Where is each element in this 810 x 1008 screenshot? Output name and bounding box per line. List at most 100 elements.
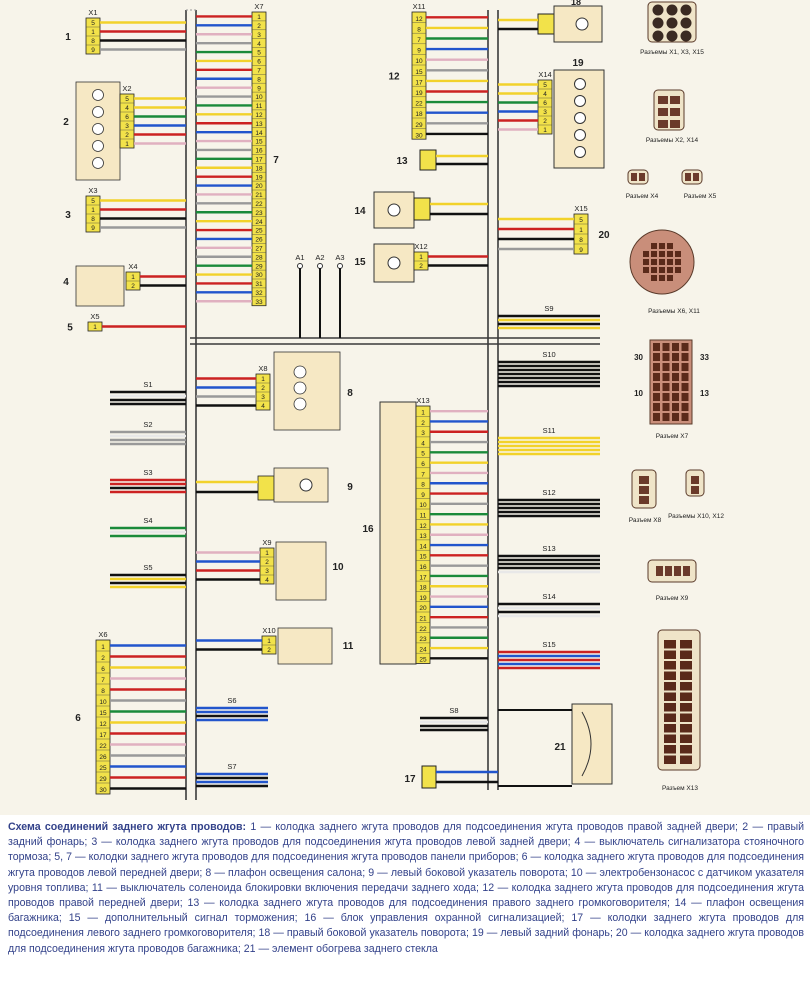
pin-slot: [664, 661, 676, 670]
pin-slot: [662, 353, 670, 361]
pin-number: 26: [99, 754, 107, 761]
legend-x5: [681, 169, 703, 185]
pin-slot: [662, 373, 670, 381]
splice-s5: S5: [110, 563, 186, 589]
pin-slot: [685, 173, 691, 181]
pin-number: 19: [419, 595, 427, 602]
splice-label: S13: [542, 544, 555, 553]
bulb-icon: [387, 256, 401, 270]
pin-number: 30: [99, 787, 107, 794]
pin-number: 9: [257, 85, 261, 92]
pin-number: 25: [255, 228, 263, 235]
pin-number: 8: [421, 482, 425, 489]
pin-number: 22: [99, 743, 107, 750]
bulb-icon: [92, 89, 104, 101]
component-13: 13: [396, 149, 488, 171]
ground-terminal: [337, 263, 343, 269]
wiring-diagram-canvas: X151891X25463212X351893X4124X515X6126781…: [63, 0, 724, 800]
ground-label: A3: [335, 253, 344, 262]
component-21: 21: [498, 703, 613, 787]
pin-number: 29: [99, 776, 107, 783]
splice-s12: S12: [498, 488, 600, 518]
pin-number: 12: [99, 721, 107, 728]
pin-slot: [653, 393, 660, 401]
ground-terminal: [297, 263, 303, 269]
pin-number: 1: [257, 14, 261, 21]
pin-slot: [652, 17, 664, 29]
pin-slot: [680, 671, 692, 680]
component-number: 10: [332, 562, 344, 573]
component-number: 11: [343, 641, 354, 652]
component-number: 20: [598, 230, 610, 241]
pin-slot: [639, 173, 645, 181]
switch-housing: [75, 265, 125, 307]
pin-number: 8: [101, 688, 105, 695]
pin-number: 11: [420, 513, 427, 520]
splice-s14: S14: [498, 592, 600, 618]
lamp-housing: [273, 351, 341, 431]
splice-label: S1: [143, 380, 152, 389]
splice-label: S3: [143, 468, 152, 477]
pin-number: 1: [543, 127, 547, 134]
pin-number: 9: [417, 48, 421, 55]
bulb-icon: [293, 397, 307, 411]
pin-number: 13: [419, 533, 427, 540]
pin-slot: [658, 120, 668, 128]
pin-number: 8: [91, 216, 95, 223]
rear-lamp-left: [553, 69, 605, 169]
pin-number: 3: [265, 568, 269, 575]
component-number: 13: [396, 156, 408, 167]
pin-slot: [664, 682, 676, 691]
pin-number: 14: [255, 130, 263, 137]
pin-number: 13: [255, 121, 263, 128]
connector-label: X12: [414, 242, 427, 251]
splice-label: S4: [143, 516, 152, 525]
pin-slot: [664, 640, 676, 649]
pin-number: 12: [415, 16, 423, 23]
pin-number: 16: [419, 564, 427, 571]
pin-slot: [666, 4, 678, 16]
legend-x6-label: Разъемы X6, X11: [648, 308, 700, 315]
pin-slot: [672, 393, 679, 401]
pin-number: 3: [421, 430, 425, 437]
pin-number: 8: [579, 237, 583, 244]
bulb-icon: [299, 478, 313, 492]
pin-number: 1: [421, 410, 425, 417]
pin-slot: [662, 413, 670, 421]
pin-slot: [681, 403, 689, 411]
pin-slot: [653, 343, 660, 351]
pin-slot: [653, 353, 660, 361]
legend-x7-label: Разъем X7: [656, 433, 689, 440]
pin-number: 10: [419, 502, 427, 509]
connector-label: X5: [90, 312, 99, 321]
legend-x10-label: Разъемы X10, X12: [668, 513, 724, 520]
pin-number: 29: [415, 122, 423, 129]
brake-light-housing: [373, 243, 415, 283]
bulb-icon: [574, 129, 586, 141]
component-number: 5: [67, 323, 73, 334]
component-number: 14: [354, 206, 366, 217]
pin-slot: [691, 476, 699, 484]
pin-slot: [651, 243, 657, 249]
pin-slot: [653, 403, 660, 411]
component-9: 9: [196, 467, 353, 503]
pin-number: 1: [101, 644, 105, 651]
pin-slot: [651, 275, 657, 281]
control-unit-body: [379, 401, 417, 665]
pin-number: 6: [101, 666, 105, 673]
splice-s13: S13: [498, 544, 600, 574]
bulb-icon: [574, 112, 586, 124]
bulb-icon: [293, 365, 307, 379]
pin-slot: [651, 259, 657, 265]
bulb-icon: [574, 146, 586, 158]
legend-x6: [629, 229, 695, 295]
pin-number: 8: [91, 38, 95, 45]
splice-s9: S9: [498, 304, 600, 330]
pin-number: 18: [415, 111, 423, 118]
pin-slot: [675, 267, 681, 273]
pin-number: 12: [255, 112, 263, 119]
pin-number: 15: [99, 710, 107, 717]
